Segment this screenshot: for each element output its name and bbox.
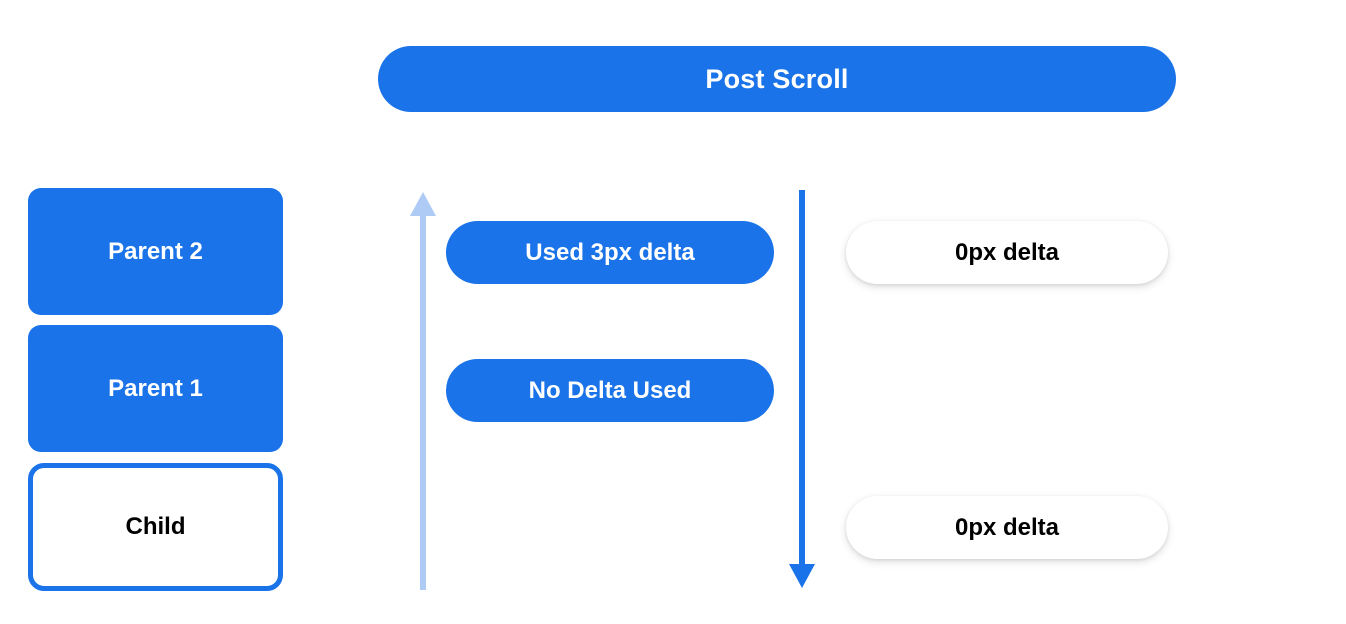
page-title: Post Scroll xyxy=(705,63,849,94)
post-scroll-banner: Post Scroll xyxy=(378,46,1176,112)
pill-zero-delta-top[interactable]: 0px delta xyxy=(846,221,1168,284)
pill-used-delta-label: Used 3px delta xyxy=(525,238,695,266)
pill-zero-delta-top-label: 0px delta xyxy=(954,238,1060,266)
stack-box-parent-1[interactable]: Parent 1 xyxy=(28,325,283,452)
scroll-up-arrow-icon xyxy=(410,192,436,590)
pill-no-delta-used-label: No Delta Used xyxy=(528,376,692,404)
pill-no-delta-used[interactable]: No Delta Used xyxy=(446,359,774,422)
stack-box-parent-2-label: Parent 2 xyxy=(108,237,203,265)
pill-used-delta[interactable]: Used 3px delta xyxy=(446,221,774,284)
stack-box-child-label: Child xyxy=(125,513,186,540)
stack-box-parent-2[interactable]: Parent 2 xyxy=(28,188,283,315)
pill-zero-delta-bottom-label: 0px delta xyxy=(954,513,1060,541)
pill-zero-delta-bottom[interactable]: 0px delta xyxy=(846,496,1168,559)
scroll-down-arrow-icon xyxy=(789,190,815,588)
stack-box-child[interactable]: Child xyxy=(28,463,283,591)
stack-box-parent-1-label: Parent 1 xyxy=(108,374,203,402)
